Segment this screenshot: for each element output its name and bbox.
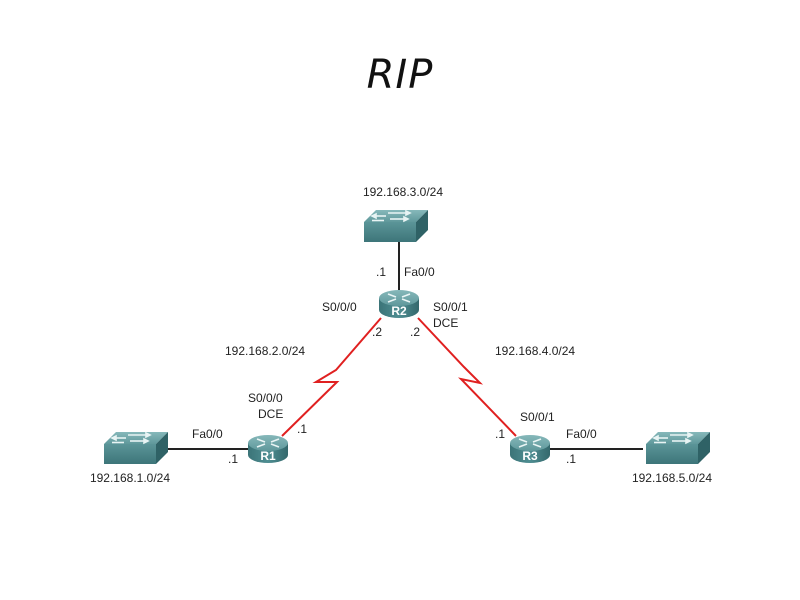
interface-r2-s000: S0/0/0: [322, 300, 357, 314]
switch-icon: [363, 209, 429, 243]
host-r3-s001: .1: [495, 427, 505, 441]
interface-r3-fa: Fa0/0: [566, 427, 597, 441]
switch-left[interactable]: [103, 431, 169, 465]
host-r2-fa: .1: [376, 265, 386, 279]
switch-top[interactable]: [363, 209, 429, 243]
router-r2[interactable]: R2: [378, 289, 420, 319]
router-label: R1: [260, 449, 276, 463]
role-r2-s001: DCE: [433, 316, 458, 330]
host-r1-s000: .1: [297, 422, 307, 436]
switch-icon: [103, 431, 169, 465]
network-label-r1-r2: 192.168.2.0/24: [225, 344, 305, 358]
host-r2-s000: .2: [372, 325, 382, 339]
role-r1-s000: DCE: [258, 407, 283, 421]
interface-r3-s001: S0/0/1: [520, 410, 555, 424]
interface-r2-fa: Fa0/0: [404, 265, 435, 279]
interface-r1-fa: Fa0/0: [192, 427, 223, 441]
interface-r2-s001: S0/0/1: [433, 300, 468, 314]
interface-r1-s000: S0/0/0: [248, 391, 283, 405]
host-r1-fa: .1: [228, 452, 238, 466]
router-r3[interactable]: R3: [509, 434, 551, 464]
router-r1[interactable]: R1: [247, 434, 289, 464]
network-label-r2-r3: 192.168.4.0/24: [495, 344, 575, 358]
network-label-top: 192.168.3.0/24: [363, 185, 443, 199]
switch-icon: [645, 431, 711, 465]
serial-link-r2-r3: [417, 317, 517, 437]
host-r2-s001: .2: [410, 325, 420, 339]
network-label-left: 192.168.1.0/24: [90, 471, 170, 485]
serial-link-r1-r2: [281, 317, 382, 437]
router-label: R3: [522, 449, 538, 463]
router-label: R2: [391, 304, 407, 318]
diagram-title: RIP: [366, 52, 434, 98]
network-label-right: 192.168.5.0/24: [632, 471, 712, 485]
switch-right[interactable]: [645, 431, 711, 465]
host-r3-fa: .1: [566, 452, 576, 466]
